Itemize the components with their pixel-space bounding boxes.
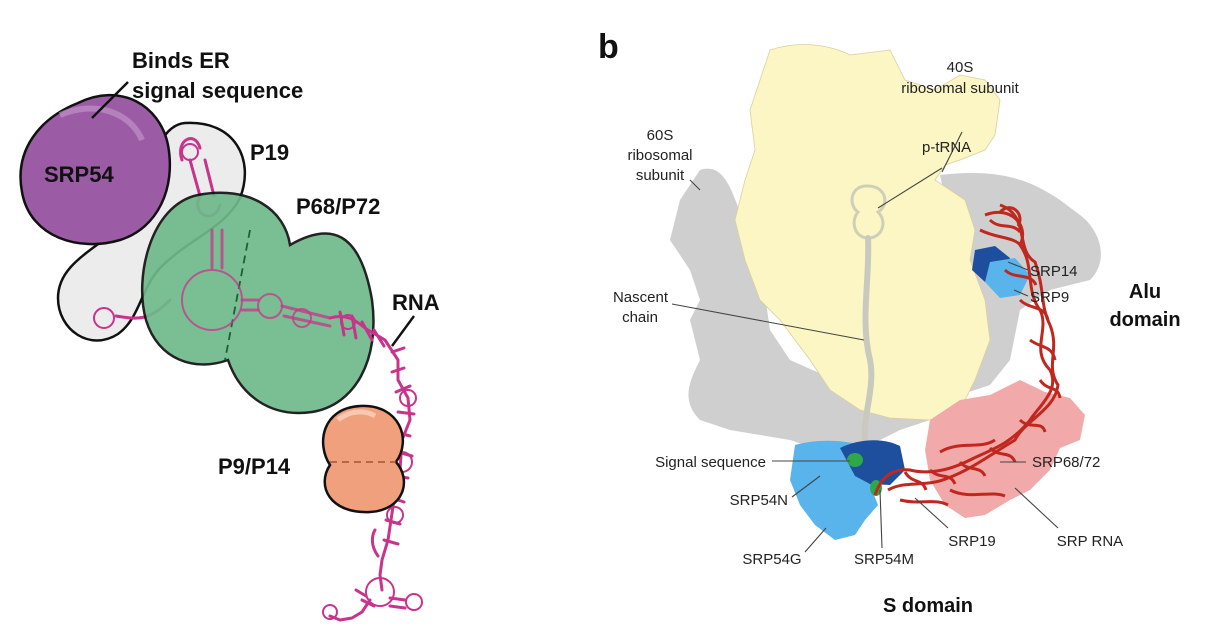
- label-srp54m: SRP54M: [854, 551, 914, 568]
- label-alu-line2: domain: [1109, 309, 1180, 331]
- panel-letter-b: b: [598, 28, 619, 66]
- label-signal-sequence: Signal sequence: [655, 454, 766, 471]
- label-nascent-line2: chain: [622, 309, 658, 326]
- ribosome-60s: [670, 168, 1101, 450]
- label-s-domain: S domain: [883, 595, 973, 617]
- rna-strand-upper: [179, 137, 222, 218]
- label-nascent-line1: Nascent: [613, 289, 669, 306]
- label-60s-line3: subunit: [636, 167, 685, 184]
- p19-label: P19: [250, 140, 289, 165]
- label-srp19: SRP19: [948, 533, 996, 550]
- binds-er-label-line1: Binds ER: [132, 48, 230, 73]
- binds-er-label-line2: signal sequence: [132, 78, 303, 103]
- panel-b: b: [598, 28, 1181, 617]
- label-srp-rna: SRP RNA: [1057, 533, 1123, 550]
- srp9-protein: [985, 258, 1030, 298]
- srp-rna: [873, 203, 1062, 507]
- srp54-label: SRP54: [44, 162, 114, 187]
- label-srp54g: SRP54G: [742, 551, 801, 568]
- binds-er-leader: [91, 81, 129, 119]
- label-srp14: SRP14: [1030, 263, 1078, 280]
- label-ptrna: p-tRNA: [922, 139, 971, 156]
- label-alu-line1: Alu: [1129, 281, 1161, 303]
- rna-leader: [391, 315, 415, 347]
- label-srp68-72: SRP68/72: [1032, 454, 1100, 471]
- p9-p14-label: P9/P14: [218, 454, 291, 479]
- label-srp9: SRP9: [1030, 289, 1069, 306]
- p68-p72-label: P68/P72: [296, 194, 380, 219]
- srp54-protein: [19, 93, 172, 246]
- label-srp54n: SRP54N: [730, 492, 788, 509]
- signal-sequence: [847, 453, 863, 467]
- srp68-72-protein: [925, 380, 1085, 518]
- label-60s-line2: ribosomal: [627, 147, 692, 164]
- nascent-chain: [861, 235, 875, 453]
- p9-p14-protein: [321, 404, 406, 514]
- label-40s-line2: ribosomal subunit: [901, 80, 1019, 97]
- label-60s-line1: 60S: [647, 127, 674, 144]
- label-40s-line1: 40S: [947, 59, 974, 76]
- rna-label: RNA: [392, 290, 440, 315]
- panel-a: Binds ER signal sequence SRP54 P19 P68/P…: [19, 48, 440, 622]
